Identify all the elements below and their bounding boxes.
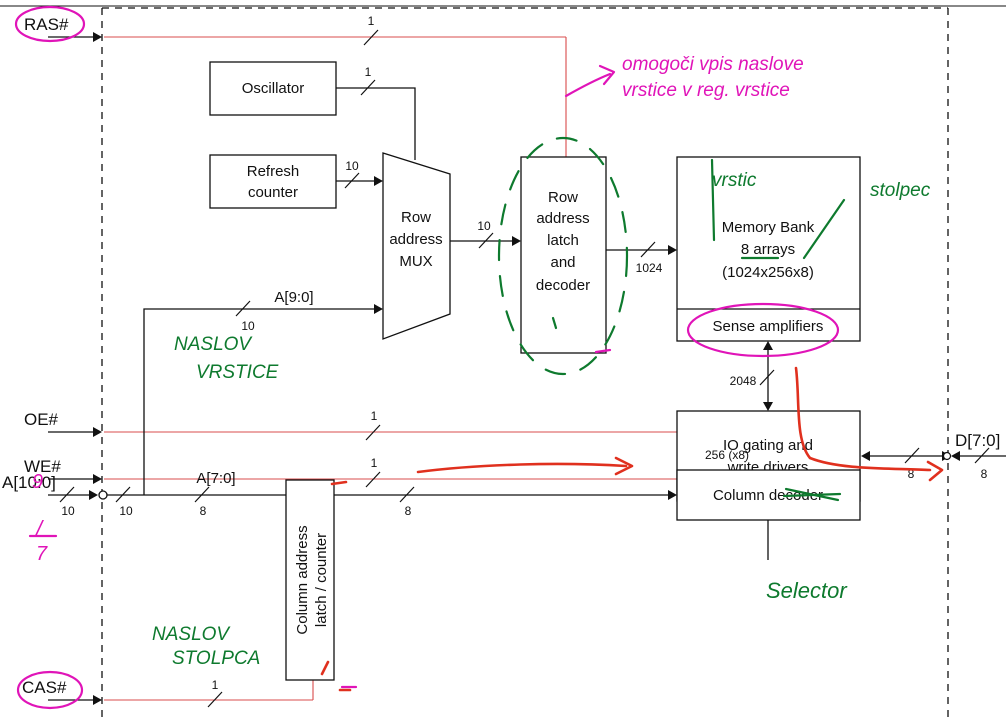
pink-dash [594, 348, 612, 354]
memory-bank-label-3: (1024x256x8) [722, 264, 814, 281]
we-width: 1 [371, 456, 378, 470]
memory-bank-label-2: 8 arrays [741, 241, 795, 258]
ras-circle [14, 5, 86, 43]
oe-pin-label: OE# [24, 410, 59, 429]
addr-pin-label: A[10:0] [2, 473, 56, 492]
selector-note: Selector [766, 578, 848, 603]
green-tick [551, 316, 558, 330]
arrow-stroke [564, 72, 612, 98]
top-note-2: vrstice v reg. vrstice [622, 80, 790, 101]
column-latch-label-1: Column address [294, 525, 311, 634]
col-latch-out-width: 8 [405, 504, 412, 518]
decoder-out-width: 1024 [636, 261, 663, 275]
cas-pin-label: CAS# [22, 678, 67, 697]
memory-bank-block: Memory Bank 8 arrays (1024x256x8) Sense … [676, 156, 861, 342]
mux-label-3: MUX [399, 253, 432, 270]
we-pin-label: WE# [24, 457, 61, 476]
osc-width: 1 [365, 65, 372, 79]
addr-in-width-a: 10 [61, 504, 75, 518]
decoder-strike-2 [784, 487, 840, 502]
row-latch-label-5: decoder [536, 277, 590, 294]
green-vertical [710, 158, 716, 242]
addr-nine-mark: 9 [32, 471, 43, 493]
data-width-b: 8 [981, 467, 988, 481]
oscillator-label: Oscillator [242, 80, 305, 97]
nasov-stolpca-2: STOLPCA [172, 648, 260, 669]
column-address-latch-block: Column address latch / counter [285, 479, 335, 681]
bus-labels: 1 1 10 10 1024 A[9:0] 10 1 1 2048 8 8 25… [61, 14, 987, 692]
red-sense-head [926, 460, 944, 482]
ras-width: 1 [368, 14, 375, 28]
sense-width: 2048 [730, 374, 757, 388]
mux-label-2: address [389, 231, 442, 248]
green-slash [802, 198, 846, 260]
nasov-vrstice-2: VRSTICE [196, 362, 279, 383]
sense-amplifiers-label: Sense amplifiers [713, 318, 824, 335]
red-sense-path [794, 366, 932, 472]
data-wires [48, 32, 1006, 705]
io-gating-label-1: IO gating and [723, 437, 813, 454]
arrow-head [598, 64, 616, 86]
row-latch-label-4: and [550, 254, 575, 271]
refresh-label-1: Refresh [247, 163, 300, 180]
chip-boundary [101, 7, 949, 723]
red-arrow-head [614, 456, 634, 476]
control-wires [104, 36, 677, 701]
column-latch-label-2: latch / counter [313, 533, 330, 627]
handwritten-annotations: omogoči vpis naslove vrstice v reg. vrst… [14, 5, 944, 710]
red-dash-1 [330, 480, 348, 486]
oscillator-block: Oscillator [209, 61, 337, 116]
refresh-label-2: counter [248, 184, 298, 201]
red-arrow-line [416, 462, 628, 474]
stolpec-note: stolpec [870, 180, 931, 201]
data-width-a: 8 [908, 467, 915, 481]
row-address-latch-block: Row address latch and decoder [520, 156, 607, 354]
top-note-1: omogoči vpis naslove [622, 54, 804, 75]
memory-bank-label-1: Memory Bank [722, 219, 815, 236]
oe-width: 1 [371, 409, 378, 423]
ras-pin-label: RAS# [24, 15, 69, 34]
row-addr-width: 10 [241, 319, 255, 333]
red-dash-2 [320, 660, 330, 676]
nasov-stolpca-1: NASLOV [152, 624, 231, 645]
row-latch-label-3: latch [547, 232, 579, 249]
bus-slashes [59, 29, 990, 708]
cas-width: 1 [212, 678, 219, 692]
addr-slash-mark: / [34, 516, 44, 541]
col-dec-width: 256 (x8) [705, 448, 749, 462]
row-latch-label-2: address [536, 210, 589, 227]
refresh-counter-block: Refresh counter [209, 154, 337, 209]
refresh-width: 10 [345, 159, 359, 173]
cas-circle [16, 670, 84, 710]
nasov-vrstice-1: NASLOV [174, 334, 253, 355]
addr-in-width-b: 10 [119, 504, 133, 518]
mux-label-1: Row [401, 209, 431, 226]
sense-amp-circle [686, 302, 840, 358]
col-addr-width: 8 [200, 504, 207, 518]
addr-seven-mark: 7 [36, 543, 48, 565]
data-pin-label: D[7:0] [955, 431, 1000, 450]
mux-out-width: 10 [477, 219, 491, 233]
row-addr-name: A[9:0] [274, 289, 313, 306]
col-addr-name: A[7:0] [196, 470, 235, 487]
row-latch-circle [497, 136, 629, 376]
row-address-mux-block: Row address MUX [382, 152, 451, 340]
vrstic-note: vrstic [712, 170, 757, 191]
row-latch-label-1: Row [548, 189, 578, 206]
